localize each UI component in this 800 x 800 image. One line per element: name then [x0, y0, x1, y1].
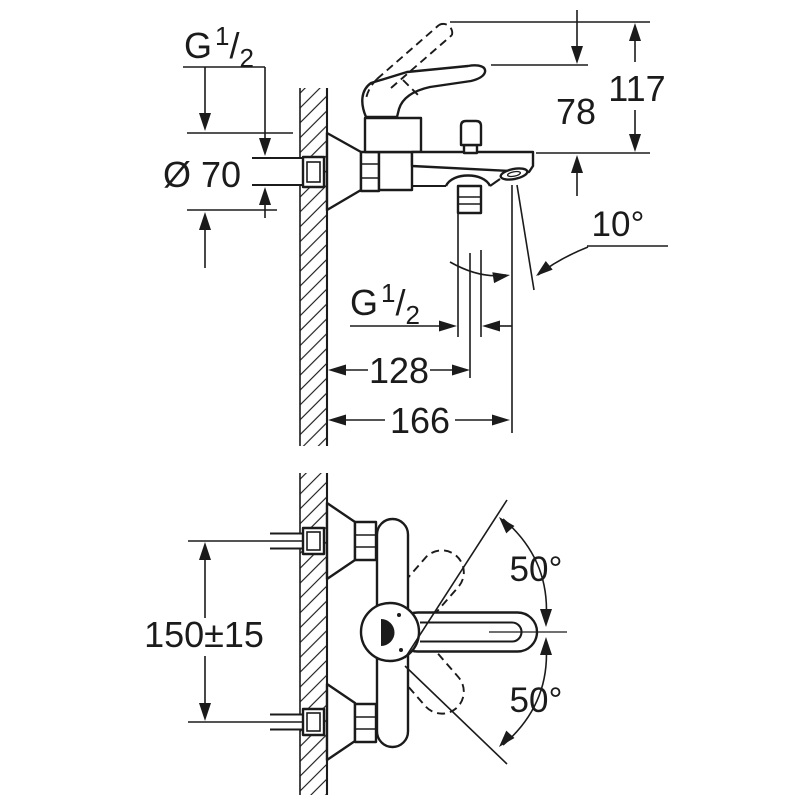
hose-axis-lines: [457, 184, 535, 433]
height-117-label: 117: [608, 68, 665, 109]
dim-swing-upper: 50°: [404, 499, 563, 659]
dim-depth-166: 166: [328, 400, 510, 441]
diameter-label: Ø 70: [163, 154, 241, 195]
lever-raised-dashed: [365, 22, 454, 100]
dim-escutcheon-diameter: Ø 70: [163, 132, 293, 268]
depth-128-label: 128: [369, 350, 429, 391]
escutcheon-and-body: [325, 116, 423, 212]
inlet-spacing-label: 150±15: [144, 614, 264, 655]
height-78-label: 78: [556, 91, 596, 132]
lower-inlet: [270, 682, 378, 762]
spray-angle-label: 10°: [592, 205, 645, 244]
upper-inlet: [270, 501, 378, 581]
spout: [410, 150, 535, 215]
wall-hatch: [300, 88, 327, 446]
depth-166-label: 166: [390, 400, 450, 441]
knob-marking: [381, 619, 395, 646]
mixer-body-front: [359, 517, 567, 749]
hand-shower-nipple: [456, 184, 483, 215]
supply-pipe-union: [252, 155, 326, 189]
wall-hatch-front: [300, 473, 327, 795]
swing-upper-label: 50°: [510, 550, 563, 589]
wall-section: [299, 88, 329, 446]
dim-inlet-spacing: 150±15: [144, 540, 302, 723]
dim-spray-angle: 10°: [449, 205, 668, 284]
dim-heights: 78 117: [450, 10, 666, 196]
lever-handle: [361, 64, 487, 119]
dim-depth-128: 128: [328, 350, 470, 391]
lever-swung-down-dashed: [381, 625, 465, 715]
wall-section-front: [299, 473, 329, 795]
dim-swing-lower: 50°: [404, 637, 563, 765]
diverter-knob: [459, 119, 483, 155]
front-view: 50° 50° 150±15: [144, 473, 567, 795]
swing-lower-label: 50°: [510, 681, 563, 720]
aerator: [499, 167, 529, 181]
